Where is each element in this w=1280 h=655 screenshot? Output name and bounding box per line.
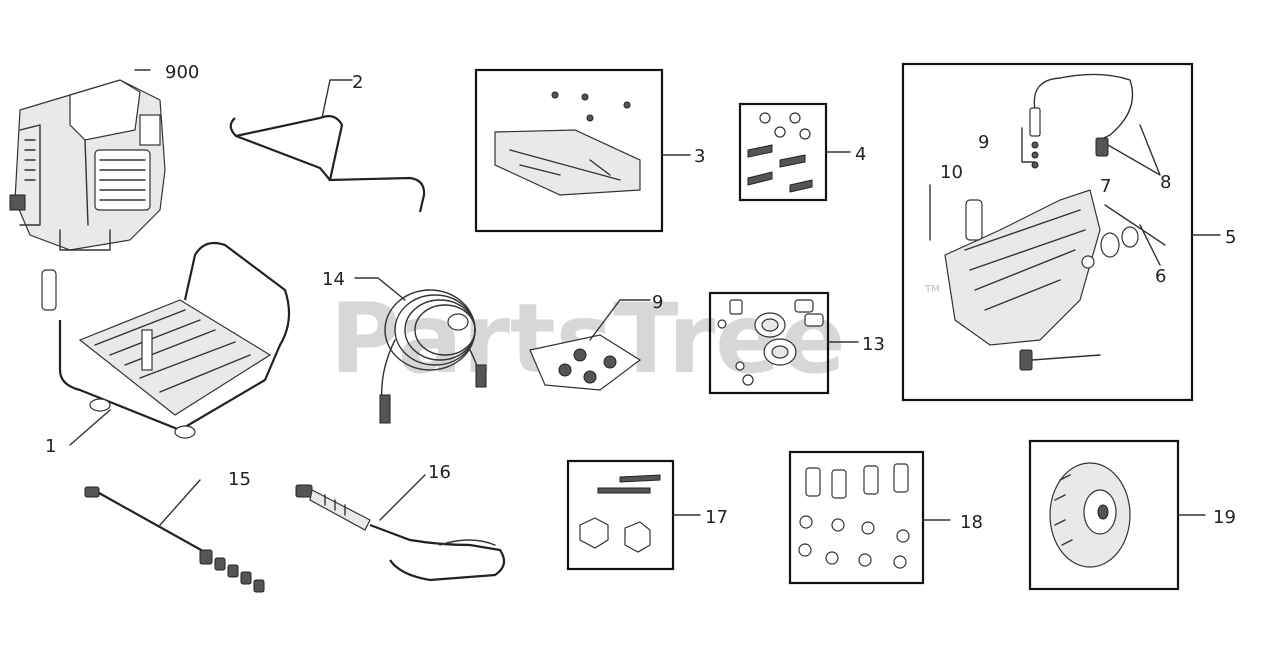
callout-4: 4 (855, 144, 866, 165)
part-2-handle[interactable] (229, 79, 426, 213)
callout-17: 17 (705, 507, 728, 528)
part-13-box[interactable] (708, 291, 830, 395)
part-1-frame[interactable] (41, 241, 291, 446)
part-9-small-kit[interactable] (529, 299, 651, 391)
callout-5: 5 (1225, 227, 1236, 248)
callout-2: 2 (352, 72, 363, 93)
part-17-kit (579, 474, 701, 553)
part-3-kit (494, 91, 691, 196)
callout-18: 18 (960, 512, 983, 533)
part-14-hose[interactable] (354, 277, 487, 424)
callout-3: 3 (694, 146, 705, 167)
callout-6: 6 (1155, 266, 1166, 287)
callout-14: 14 (322, 269, 345, 290)
callout-1: 1 (45, 436, 56, 457)
callout-10: 10 (940, 162, 963, 183)
callout-15: 15 (228, 469, 251, 490)
part-4-kit (747, 112, 851, 193)
callout-900: 900 (165, 62, 199, 83)
callout-9b: 9 (652, 292, 663, 313)
callout-8: 8 (1160, 172, 1171, 193)
part-15-lance[interactable] (84, 479, 265, 593)
callout-19: 19 (1213, 507, 1236, 528)
callout-9: 9 (978, 132, 989, 153)
part-900-engine[interactable] (9, 69, 166, 251)
part-13-kit (717, 299, 859, 386)
callout-13: 13 (862, 334, 885, 355)
part-3-box[interactable] (474, 68, 664, 233)
part-18-box[interactable] (788, 450, 925, 585)
part-5-box[interactable] (901, 62, 1194, 402)
part-18-kit (798, 463, 951, 569)
callout-16: 16 (428, 462, 451, 483)
part-5-pump (929, 73, 1221, 371)
callout-7: 7 (1100, 176, 1111, 197)
part-19-wheel (1049, 462, 1206, 568)
part-16-gun[interactable] (295, 474, 506, 582)
watermark-tm: TM (924, 284, 940, 295)
